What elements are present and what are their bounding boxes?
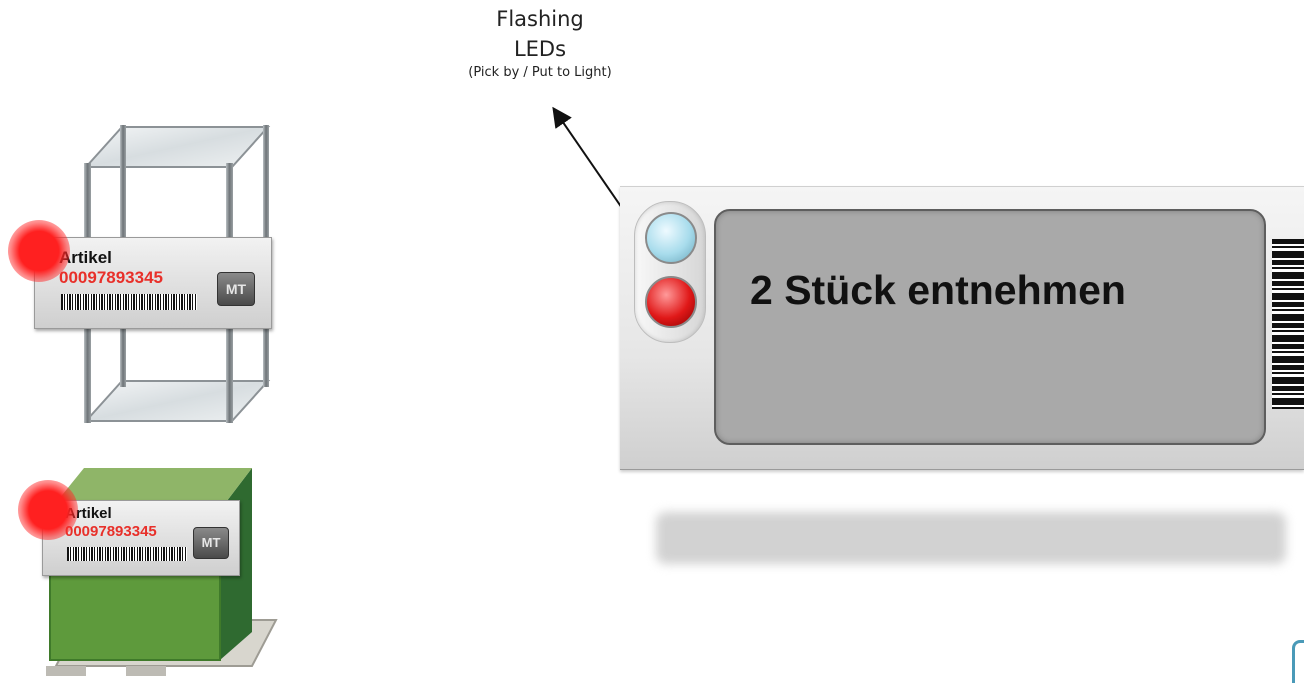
panel-barcode [1272, 239, 1304, 409]
shelf-label-number: 00097893345 [59, 268, 164, 287]
callout-title-line1: Flashing [496, 7, 584, 31]
box-label-number: 00097893345 [65, 523, 157, 540]
box-label-barcode [67, 547, 187, 561]
pick-to-light-display: 2 Stück entnehmen [620, 186, 1304, 470]
display-message: 2 Stück entnehmen [750, 267, 1126, 313]
box-led-indicator [18, 480, 78, 540]
shelf-label-barcode [61, 294, 197, 310]
box-label: Artikel 00097893345 MT [42, 500, 240, 576]
shelf-led-indicator [8, 220, 70, 282]
shelf-label: Artikel 00097893345 MT [34, 237, 272, 329]
led-housing [634, 201, 706, 343]
callout-title-line2: LEDs [513, 37, 567, 61]
display-screen: 2 Stück entnehmen [714, 209, 1266, 445]
callout-subtitle: (Pick by / Put to Light) [468, 65, 612, 80]
shelf-label-heading: Artikel [59, 248, 112, 267]
mt-logo: MT [193, 527, 229, 559]
led-blue-icon [645, 212, 697, 264]
led-callout: Flashing LEDs (Pick by / Put to Light) [440, 4, 640, 82]
mt-logo: MT [217, 272, 255, 306]
led-red-icon [645, 276, 697, 328]
corner-fragment [1292, 640, 1304, 683]
panel-shadow [656, 512, 1286, 564]
